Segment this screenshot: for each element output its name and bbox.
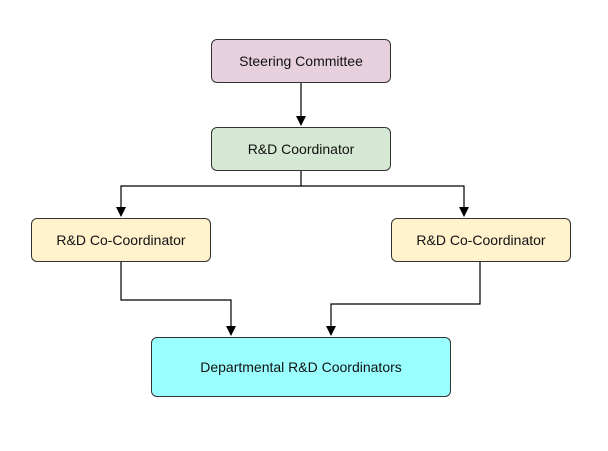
node-departmental-rd-coordinators: Departmental R&D Coordinators <box>151 337 451 397</box>
node-rd-coordinator: R&D Coordinator <box>211 127 391 171</box>
connector-rd-to-co-right <box>301 185 469 217</box>
connector-co-left-to-dept <box>120 262 236 336</box>
node-label: Departmental R&D Coordinators <box>200 359 402 375</box>
node-label: Steering Committee <box>239 53 363 69</box>
connector-co-right-to-dept <box>326 262 481 336</box>
node-rd-co-coordinator-left: R&D Co-Coordinator <box>31 218 211 262</box>
node-steering-committee: Steering Committee <box>211 39 391 83</box>
node-rd-co-coordinator-right: R&D Co-Coordinator <box>391 218 571 262</box>
node-label: R&D Co-Coordinator <box>416 232 546 248</box>
node-label: R&D Co-Coordinator <box>56 232 186 248</box>
node-label: R&D Coordinator <box>247 141 355 157</box>
connector-rd-to-co-left <box>116 171 302 217</box>
